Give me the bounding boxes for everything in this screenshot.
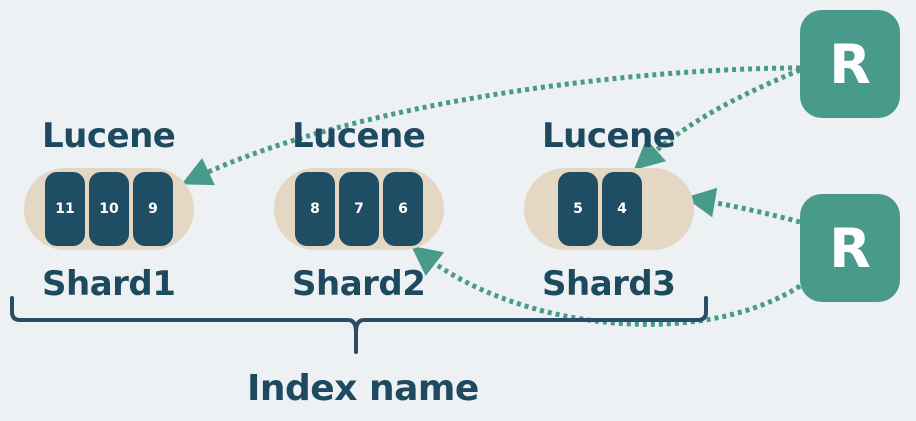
index-brace [10, 296, 708, 354]
shard3-label: Shard3 [542, 264, 676, 304]
shard2-label: Shard2 [292, 264, 426, 304]
shard3-lucene-label: Lucene [542, 116, 676, 156]
shard2-segment: 7 [339, 172, 379, 246]
shard3-segment: 5 [558, 172, 598, 246]
request-arrow-to-shard1 [181, 65, 801, 186]
shard2-segment: 8 [295, 172, 335, 246]
shard1-label: Shard1 [42, 264, 176, 304]
shard1-segment: 10 [89, 172, 129, 246]
index-name-label: Index name [247, 368, 479, 409]
request-arrow-to-shard3-side [685, 187, 801, 225]
shard1-segment: 11 [45, 172, 85, 246]
request-box-bottom: R [800, 194, 900, 302]
shard2-segment: 6 [383, 172, 423, 246]
shard3-segment: 4 [602, 172, 642, 246]
shard2-lucene-label: Lucene [292, 116, 426, 156]
shard1-lucene-label: Lucene [42, 116, 176, 156]
request-box-top: R [800, 10, 900, 118]
shard1-segment: 9 [133, 172, 173, 246]
request-arrow-to-shard2 [411, 245, 802, 327]
